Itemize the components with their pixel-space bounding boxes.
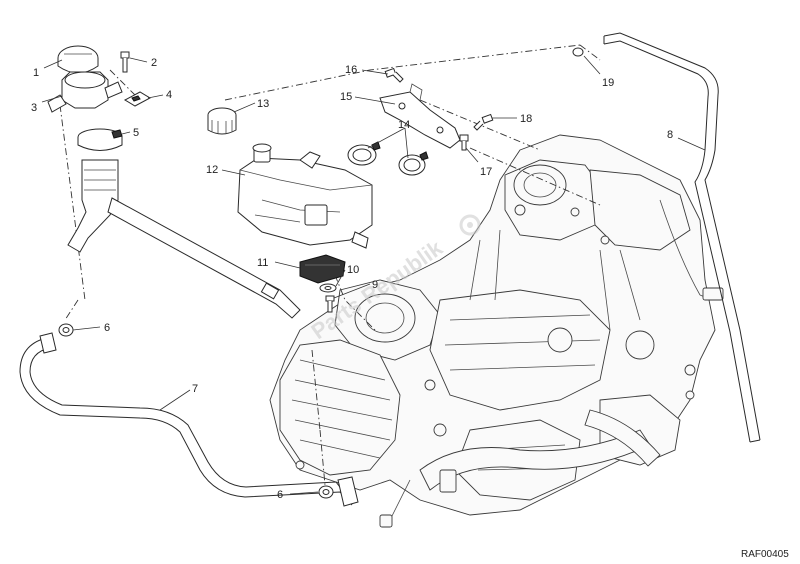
label-7: 7 bbox=[192, 383, 198, 395]
part-6-clamp-top bbox=[58, 323, 74, 337]
part-5-clamp bbox=[77, 128, 123, 151]
part-2-screw bbox=[120, 51, 130, 73]
part-1-cap bbox=[57, 45, 99, 74]
label-5: 5 bbox=[133, 127, 139, 139]
leader-lines bbox=[41, 55, 706, 495]
label-10: 10 bbox=[347, 264, 359, 276]
drawing-code: RAF00405 bbox=[741, 549, 789, 560]
part-8-hose bbox=[603, 32, 761, 443]
part-19-clip bbox=[572, 47, 584, 57]
part-14-clamps bbox=[347, 141, 429, 176]
part-3-filler-neck bbox=[47, 71, 123, 113]
part-10-washer bbox=[319, 283, 337, 293]
part-17-screw bbox=[459, 134, 469, 151]
filler-pipe bbox=[67, 159, 301, 319]
part-16-screw bbox=[384, 67, 404, 83]
part-4-clip bbox=[123, 91, 152, 107]
label-1: 1 bbox=[33, 67, 39, 79]
label-2: 2 bbox=[151, 57, 157, 69]
assembly-lines bbox=[59, 44, 601, 486]
label-16: 16 bbox=[345, 64, 357, 76]
label-8: 8 bbox=[667, 129, 673, 141]
label-18: 18 bbox=[520, 113, 532, 125]
label-12: 12 bbox=[206, 164, 218, 176]
label-19: 19 bbox=[602, 77, 614, 89]
label-13: 13 bbox=[257, 98, 269, 110]
part-9-bolt bbox=[325, 295, 335, 313]
label-4: 4 bbox=[166, 89, 172, 101]
part-6-clamp-bottom bbox=[318, 485, 334, 499]
label-6-top: 6 bbox=[104, 322, 110, 334]
label-3: 3 bbox=[31, 102, 37, 114]
part-7-hose bbox=[19, 332, 359, 507]
part-labels: 1 2 3 4 5 6 6 7 8 9 10 11 12 13 14 15 16… bbox=[31, 57, 673, 501]
label-17: 17 bbox=[480, 166, 492, 178]
part-11-rubber-pad bbox=[299, 254, 346, 284]
label-14: 14 bbox=[398, 119, 410, 131]
part-18-screw bbox=[473, 113, 494, 131]
label-6-bottom: 6 bbox=[277, 489, 283, 501]
part-15-bracket bbox=[379, 83, 461, 149]
part-13-tank-cap bbox=[207, 107, 237, 135]
engine-block bbox=[269, 134, 724, 528]
label-15: 15 bbox=[340, 91, 352, 103]
part-12-expansion-tank bbox=[237, 143, 373, 249]
label-11: 11 bbox=[257, 257, 268, 269]
label-9: 9 bbox=[372, 279, 378, 291]
